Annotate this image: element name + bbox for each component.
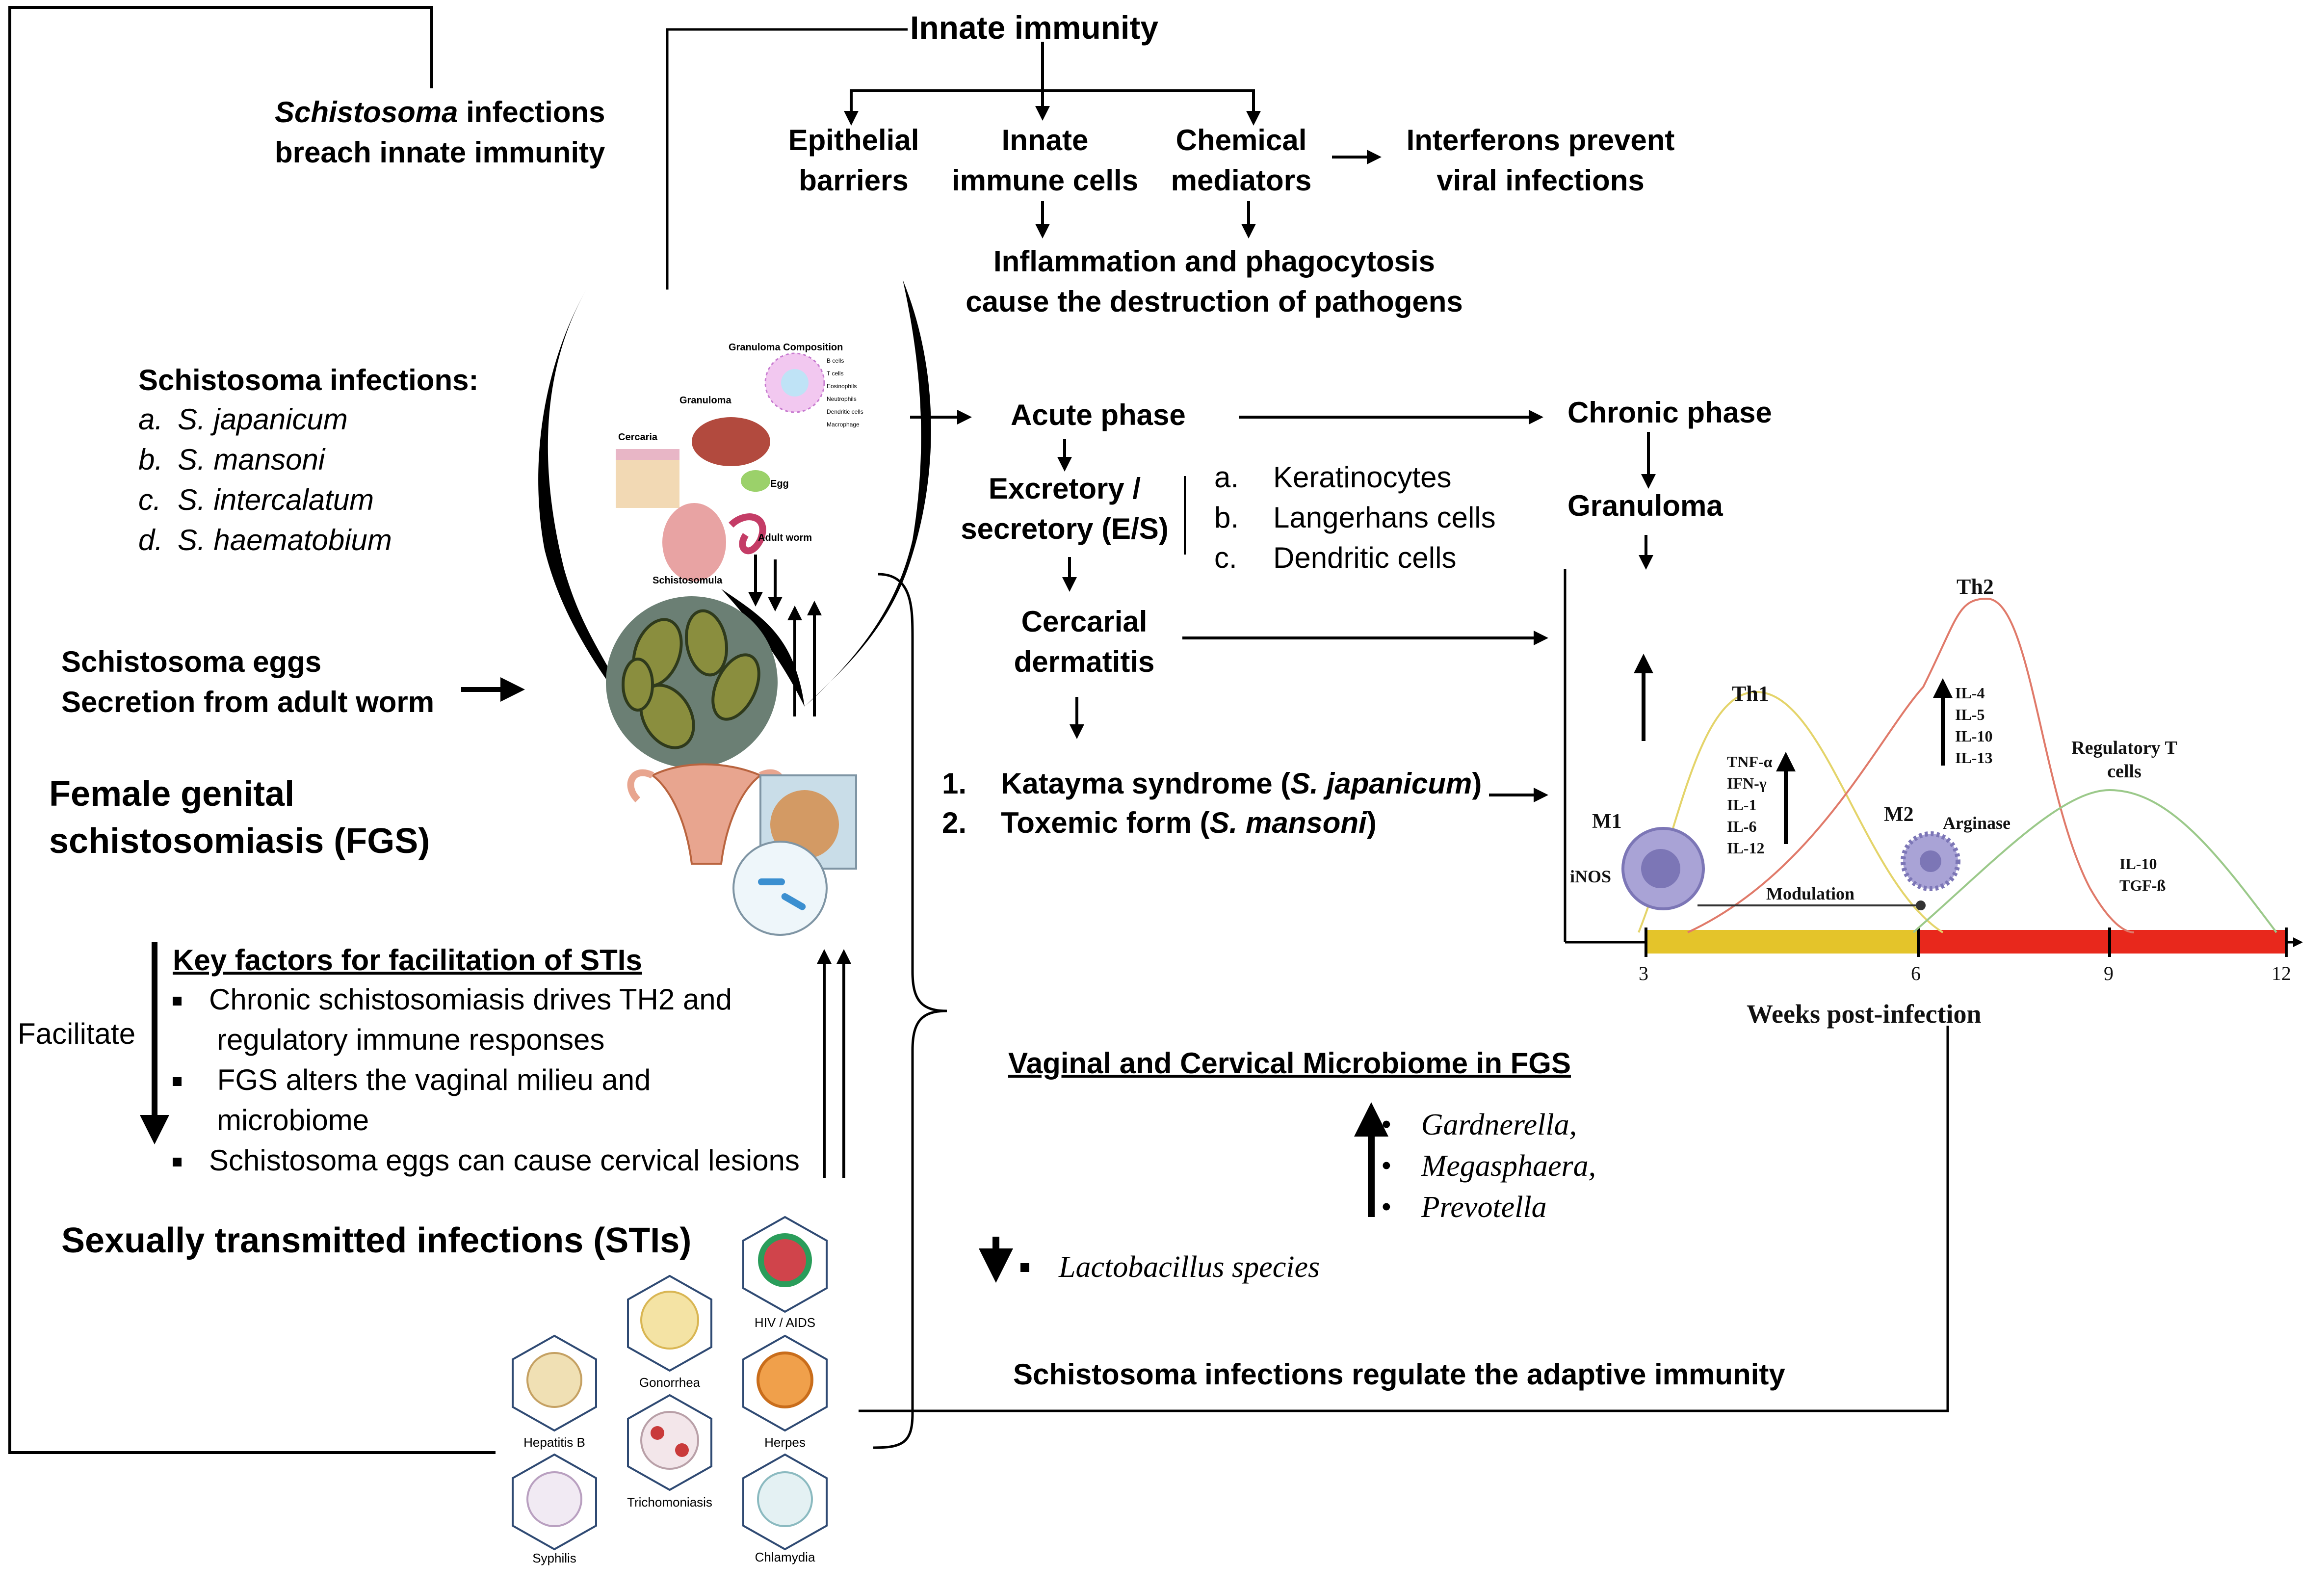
hiv-label: HIV / AIDS [754,1315,816,1330]
microbiome-title: Vaginal and Cervical Microbiome in FGS [1008,1047,1571,1080]
microbiome-decreased: Lactobacillus species [1020,1246,1320,1288]
treg-curve [1912,789,2277,933]
microbiome-increased: •Gardnerella, •Megasphaera, •Prevotella [1381,1108,1596,1224]
toxemic-form: 2.Toxemic form (S. mansoni) [942,806,1377,839]
innate-tree [844,42,1382,238]
m2-cell-icon [1901,831,1960,891]
excretory-secretory: Excretory /secretory (E/S) [961,472,1169,545]
key-factors-title: Key factors for facilitation of STIs [173,944,642,977]
th1-label: Th1 [1732,682,1769,706]
timeline-late [1918,930,2286,954]
sti-hexagon-icons [526,1233,813,1527]
egg-label: Egg [770,478,789,489]
innate-connector [666,28,908,290]
innate-title: Innate immunity [910,9,1159,46]
sti-heading: Sexually transmitted infections (STIs) [61,1221,692,1260]
species-item: a.S. japanicum [138,403,348,436]
m2-label: M2 [1884,803,1914,826]
x-tick-6: 6 [1911,962,1921,984]
timeline-ticks [1645,928,2288,957]
right-brace [873,573,947,1449]
species-list: a.S. japanicum b.S. mansoni c.S. interca… [138,399,392,560]
microbiome-arrows [979,1102,1388,1283]
trichomoniasis-label: Trichomoniasis [627,1495,712,1510]
species-item: b.S. mansoni [138,443,325,476]
timeline-early [1646,930,1918,954]
modulation-arrow [1697,901,1926,910]
species-item: d.S. haematobium [138,524,392,556]
th1-markers: TNF-α IFN-γ IL-1 IL-6 IL-12 [1727,753,1773,857]
regulate-adaptive-text: Schistosoma infections regulate the adap… [1013,1358,1785,1391]
syphilis-label: Syphilis [532,1551,576,1565]
outer-frame-line [8,6,496,1454]
infections-heading: Schistosoma infections: [138,364,479,397]
th2-curve [1687,597,2135,933]
species-item: c.S. intercalatum [138,483,374,516]
flow-arrows [461,410,1656,802]
katayma-syndrome: 1.Katayma syndrome (S. japanicum) [942,767,1482,800]
key-factors-list: Chronic schistosomiasis drives TH2 and r… [173,980,800,1181]
granuloma-label: Granuloma [679,395,731,406]
hepatitis-label: Hepatitis B [523,1435,585,1450]
schistosoma-illustration [616,352,825,582]
chart-up-arrows [1634,654,1953,844]
chronic-phase: Chronic phase [1567,396,1772,429]
gonorrhea-label: Gonorrhea [639,1375,701,1390]
facilitate-label: Facilitate [18,1017,136,1050]
breach-innate-text: Schistosoma infections breach innate imm… [275,96,605,169]
herpes-label: Herpes [764,1435,806,1450]
adult-worm-label: Adult worm [758,532,812,543]
acute-phase: Acute phase [1011,398,1186,431]
x-tick-12: 12 [2272,962,2291,984]
m1-cell-icon [1621,827,1705,910]
th2-label: Th2 [1957,575,1994,599]
fgs-title: Female genital schistosomiasis (FGS) [49,774,430,861]
m1-label: M1 [1592,810,1622,833]
cercaria-label: Cercaria [618,432,658,443]
chlamydia-label: Chlamydia [755,1550,815,1564]
adaptive-connector [859,1026,1949,1412]
x-tick-3: 3 [1639,962,1648,984]
es-cell-list: a.Keratinocytes b.Langerhans cells c.Den… [1214,461,1496,574]
x-tick-9: 9 [2104,962,2114,984]
th2-markers: IL-4 IL-5 IL-10 IL-13 [1955,684,1993,767]
eggs-text: Schistosoma eggs Secretion from adult wo… [61,645,435,718]
modulation-label: Modulation [1766,884,1855,903]
treg-markers: IL-10 TGF-ß [2119,855,2166,894]
x-axis-label: Weeks post-infection [1747,999,1982,1029]
reproductive-illustration [627,763,857,936]
body-arrows [748,555,851,1178]
inos-label: iNOS [1570,867,1612,886]
granuloma-composition-label: Granuloma Composition [729,342,843,353]
eggs-micrograph [606,596,778,768]
granuloma-legend: B cells T cells Eosinophils Neutrophils … [827,357,863,428]
schistosomula-label: Schistosomula [653,575,723,586]
granuloma-phase: Granuloma [1567,489,1723,522]
body-silhouette [538,280,931,716]
arginase-label: Arginase [1943,813,2011,833]
